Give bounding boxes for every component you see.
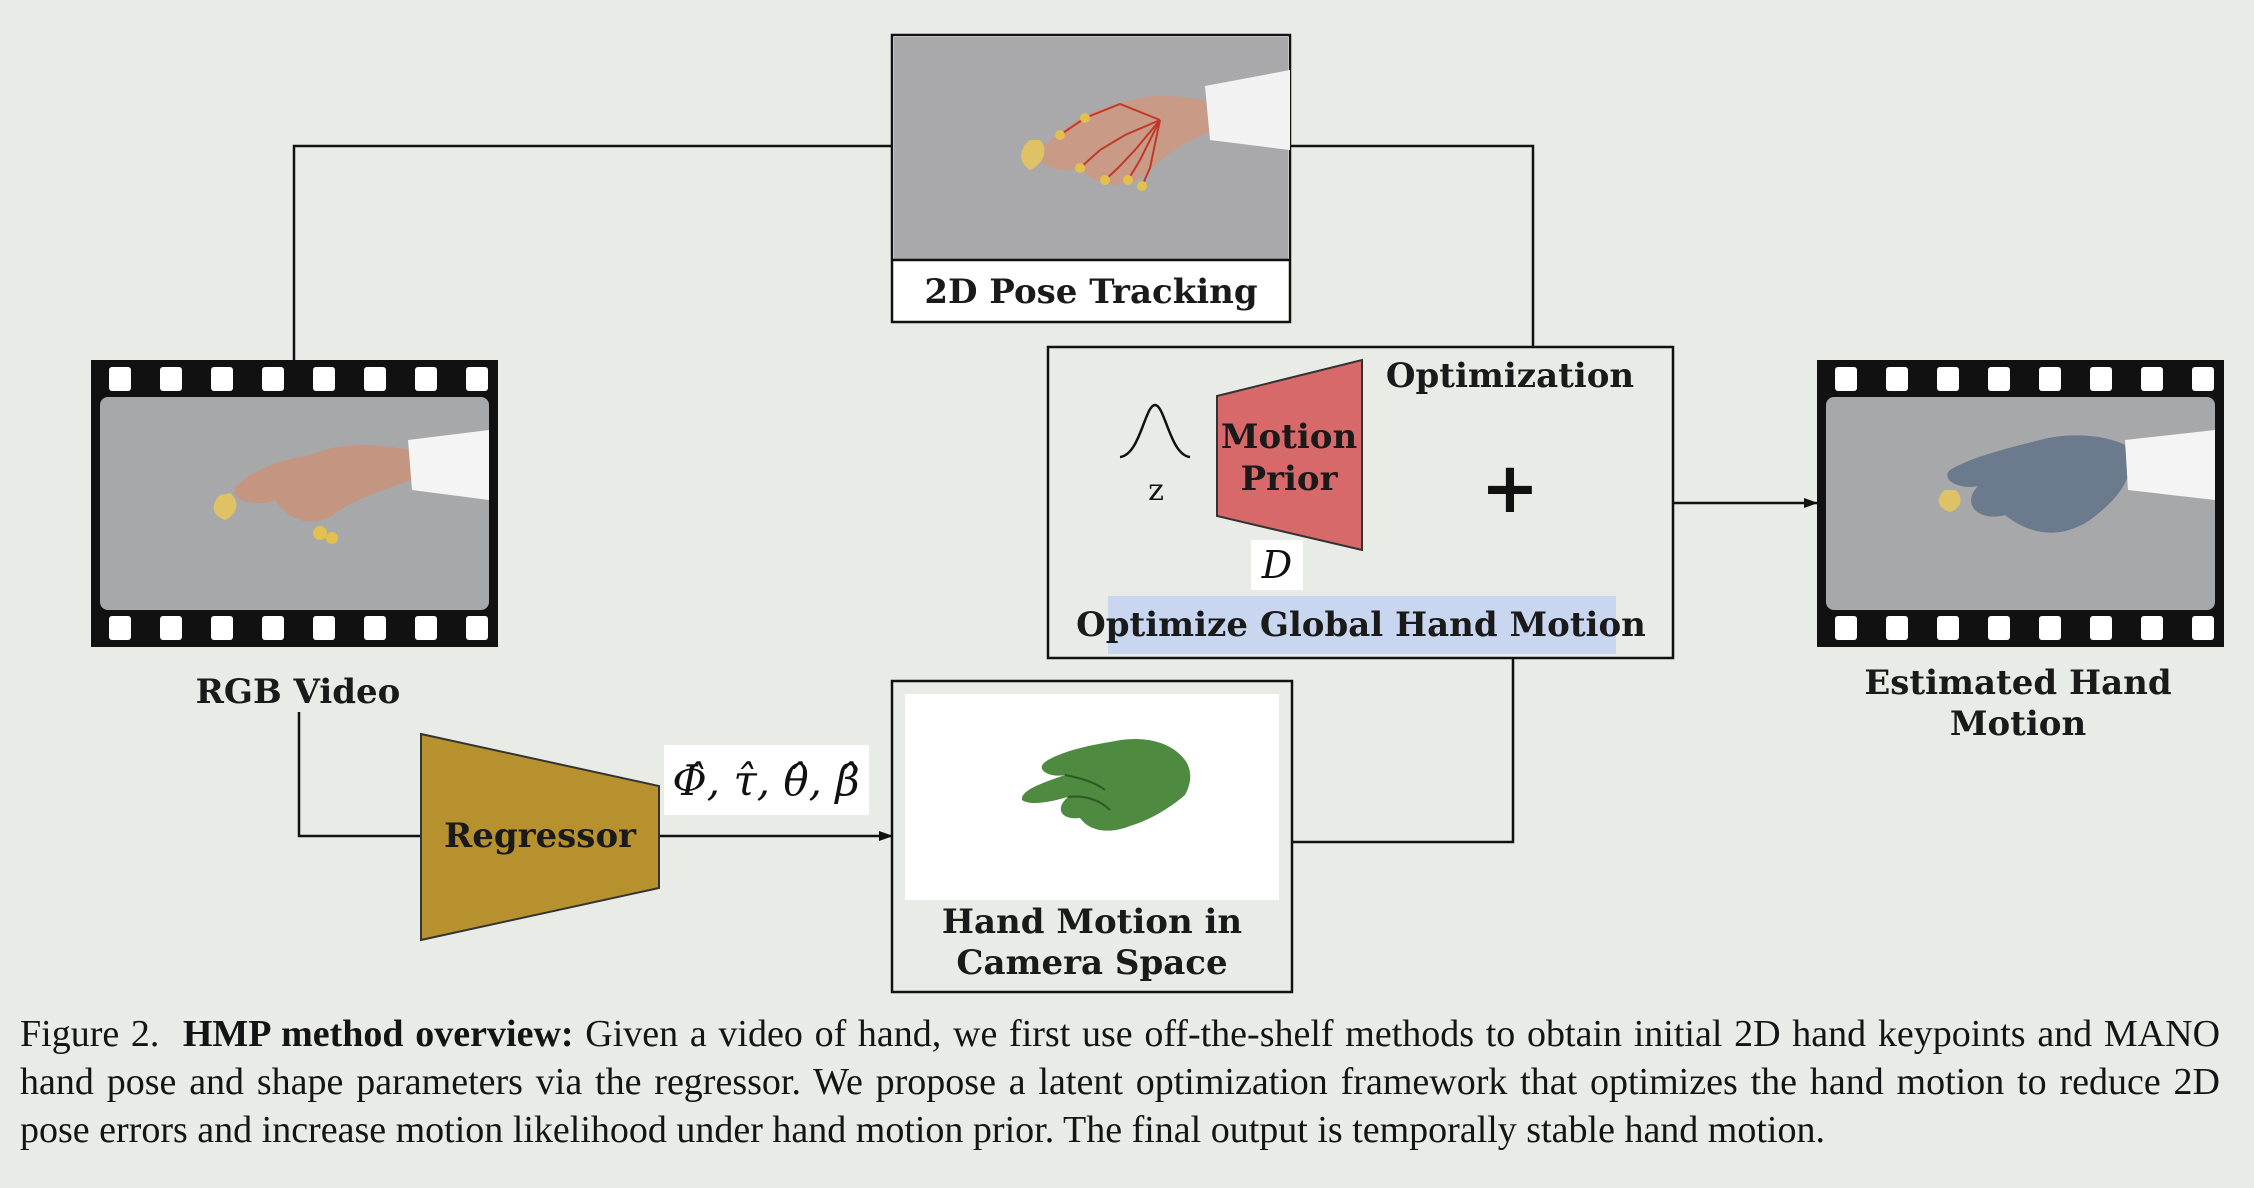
output-perforations-bottom [1835,616,2214,640]
estimated-label-1: Estimated Hand [1864,663,2171,703]
optimize-global-label: Optimize Global Hand Motion [1076,605,1646,645]
motion-prior-label-2: Prior [1241,459,1339,499]
caption-text: Given a video of hand, we first use off-… [20,1013,2221,1151]
decoder-label-bg [1251,540,1303,590]
hand-photo-icon [213,430,489,544]
motion-prior-decoder [1216,358,1363,552]
hand-keypoints-icon [1021,70,1290,191]
pose-tracking-block: 2D Pose Tracking [890,33,1292,324]
optimize-global-highlight [1108,596,1616,654]
output-filmstrip: Estimated Hand Motion [1817,360,2224,744]
regressor-label: Regressor [444,816,637,856]
film-perforations-bottom [109,616,488,640]
pose-tracking-label: 2D Pose Tracking [924,272,1257,312]
motion-prior-label-1: Motion [1221,417,1357,457]
regressor-block: Regressor Φ̂, τ̂, θ̂, β̂ [420,732,869,942]
figure-caption: Figure 2. HMP method overview: Given a v… [20,1010,2220,1154]
film-perforations-top [109,367,488,391]
estimated-label-2: Motion [1950,704,2086,744]
camera-space-label-2: Camera Space [956,943,1227,983]
camera-space-block: Hand Motion in Camera Space [890,679,1294,994]
optimization-block: Optimization z Motion Prior D + Optimize… [1046,345,1675,660]
rgb-video-filmstrip: RGB Video [91,360,498,712]
caption-title: HMP method overview: [182,1013,574,1055]
connectors [292,144,1818,844]
regressor-shape [420,732,660,942]
connector-video-to-tracking [292,144,892,360]
connector-tracking-to-optimization [1290,144,1535,347]
decoder-label: D [1261,543,1292,587]
optimization-label: Optimization [1386,356,1634,396]
green-hand-mesh-icon [1021,739,1191,831]
hand-mesh-overlay-icon [1938,430,2215,533]
connector-camera-to-optimization [1292,658,1515,844]
output-perforations-top [1835,367,2214,391]
plus-sign: + [1481,447,1540,529]
connector-video-to-regressor [297,712,420,838]
latent-z-label: z [1148,473,1164,508]
camera-space-label-1: Hand Motion in [942,902,1242,942]
gaussian-icon [1119,403,1191,459]
rgb-video-label: RGB Video [196,672,401,712]
caption-figure-number: Figure 2. [20,1013,160,1055]
params-label-bg [664,745,869,815]
params-label: Φ̂, τ̂, θ̂, β̂ [672,756,859,805]
